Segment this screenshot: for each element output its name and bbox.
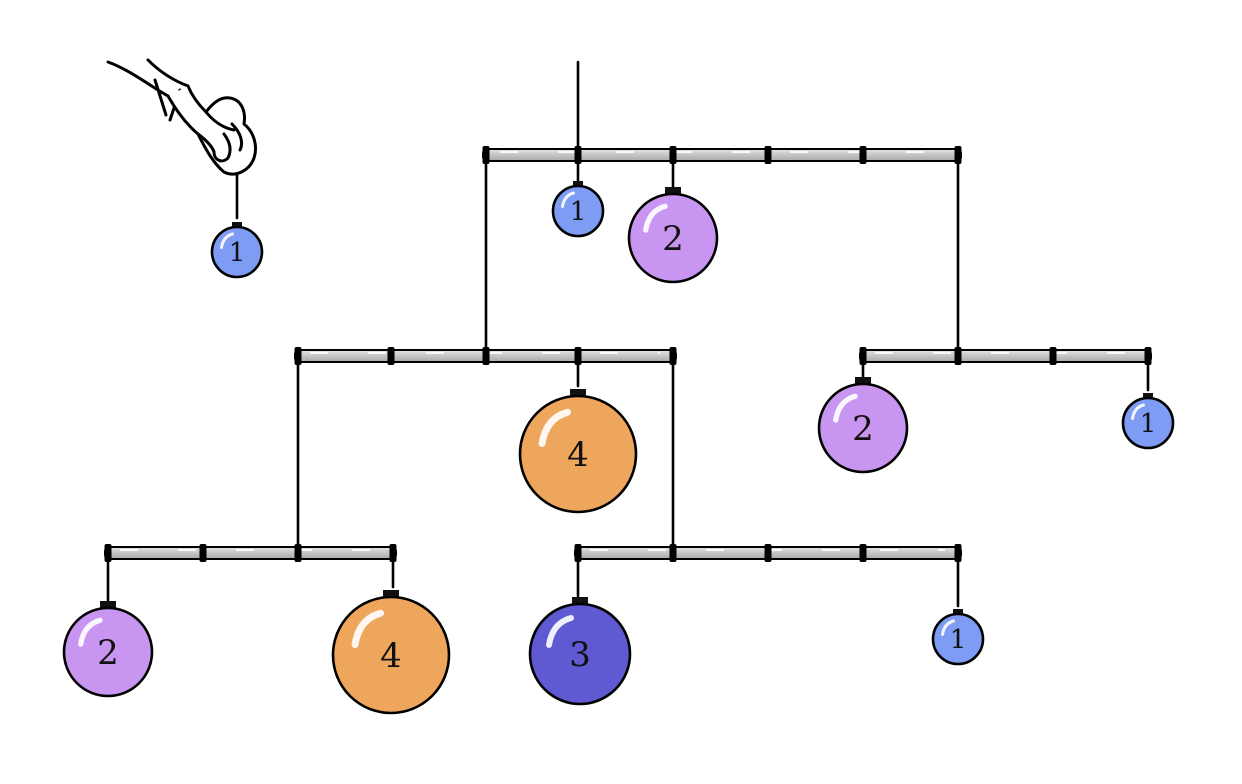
ornament-bottom-right-bar-1: 3	[528, 597, 632, 706]
bar-notch	[389, 544, 397, 562]
bar-notch	[859, 544, 867, 562]
strings	[106, 60, 1150, 608]
hand-holding-icon	[106, 58, 258, 176]
ornament-cap	[1143, 393, 1153, 400]
bar-notch	[574, 347, 582, 365]
ornament-cap	[953, 609, 963, 616]
ornament-top-bar-1: 1	[551, 181, 605, 238]
held-ornament: 1	[210, 222, 264, 279]
bar-notch	[764, 146, 772, 164]
ornaments: 1 1 2 4 2 1 2 4 3 1	[62, 181, 1175, 715]
middle-right-bar	[859, 349, 1152, 363]
bar-notch	[387, 347, 395, 365]
bar-notch	[764, 544, 772, 562]
bar-notch	[574, 146, 582, 164]
bar-notch	[574, 544, 582, 562]
ornament-highlight	[643, 203, 668, 233]
ornament-cap	[572, 597, 588, 606]
ornament-top-bar-2: 2	[627, 187, 719, 284]
balance-bars	[104, 148, 1152, 560]
ornament-cap	[855, 377, 871, 386]
ornament-weight-label: 3	[569, 635, 591, 675]
ornament-cap	[100, 601, 116, 610]
ornament-middle-right-bar-2: 1	[1121, 393, 1175, 450]
ornament-cap	[232, 222, 242, 229]
bar-notch	[669, 146, 677, 164]
bar-notch	[294, 347, 302, 365]
ornament-bottom-left-bar-1: 2	[62, 601, 154, 698]
bar-notch	[859, 347, 867, 365]
bottom-left-bar	[104, 546, 397, 560]
ornament-highlight	[220, 232, 234, 249]
ornament-highlight	[1131, 403, 1145, 420]
ornament-cap	[665, 187, 681, 196]
ornament-weight-label: 1	[950, 625, 967, 655]
bar-notch	[482, 146, 490, 164]
bar-notch	[954, 347, 962, 365]
bar-notch	[954, 544, 962, 562]
bar-hook-notches	[104, 146, 1152, 562]
bar-notch	[1049, 347, 1057, 365]
ornament-bottom-right-bar-2: 1	[931, 609, 985, 666]
ornament-highlight	[561, 191, 575, 208]
ornament-highlight	[351, 609, 385, 649]
ornament-weight-label: 2	[662, 219, 684, 259]
ornament-weight-label: 1	[229, 238, 246, 268]
ornament-highlight	[538, 408, 572, 448]
bar-notch	[954, 146, 962, 164]
ornament-cap	[573, 181, 583, 188]
ornament-weight-label: 1	[1140, 409, 1157, 439]
ornament-middle-right-bar-1: 2	[817, 377, 909, 474]
bar-notch	[482, 347, 490, 365]
ornament-weight-label: 1	[570, 197, 587, 227]
ornament-cap	[570, 389, 586, 398]
bar-notch	[669, 544, 677, 562]
bar-notch	[104, 544, 112, 562]
ornament-weight-label: 4	[567, 435, 589, 475]
ornament-bottom-left-bar-2: 4	[331, 590, 451, 715]
ornament-highlight	[833, 393, 858, 423]
ornament-weight-label: 2	[852, 409, 874, 449]
bar-notch	[1144, 347, 1152, 365]
ornament-highlight	[78, 617, 103, 647]
top-bar	[482, 148, 962, 162]
ornament-weight-label: 4	[380, 636, 402, 676]
bar-notch	[199, 544, 207, 562]
bar-notch	[859, 146, 867, 164]
ornament-highlight	[941, 619, 955, 636]
ornament-highlight	[546, 615, 574, 648]
ornament-middle-left-bar-1: 4	[518, 389, 638, 514]
bar-notch	[669, 347, 677, 365]
ornament-cap	[383, 590, 399, 599]
ornament-weight-label: 2	[97, 633, 119, 673]
bar-notch	[294, 544, 302, 562]
